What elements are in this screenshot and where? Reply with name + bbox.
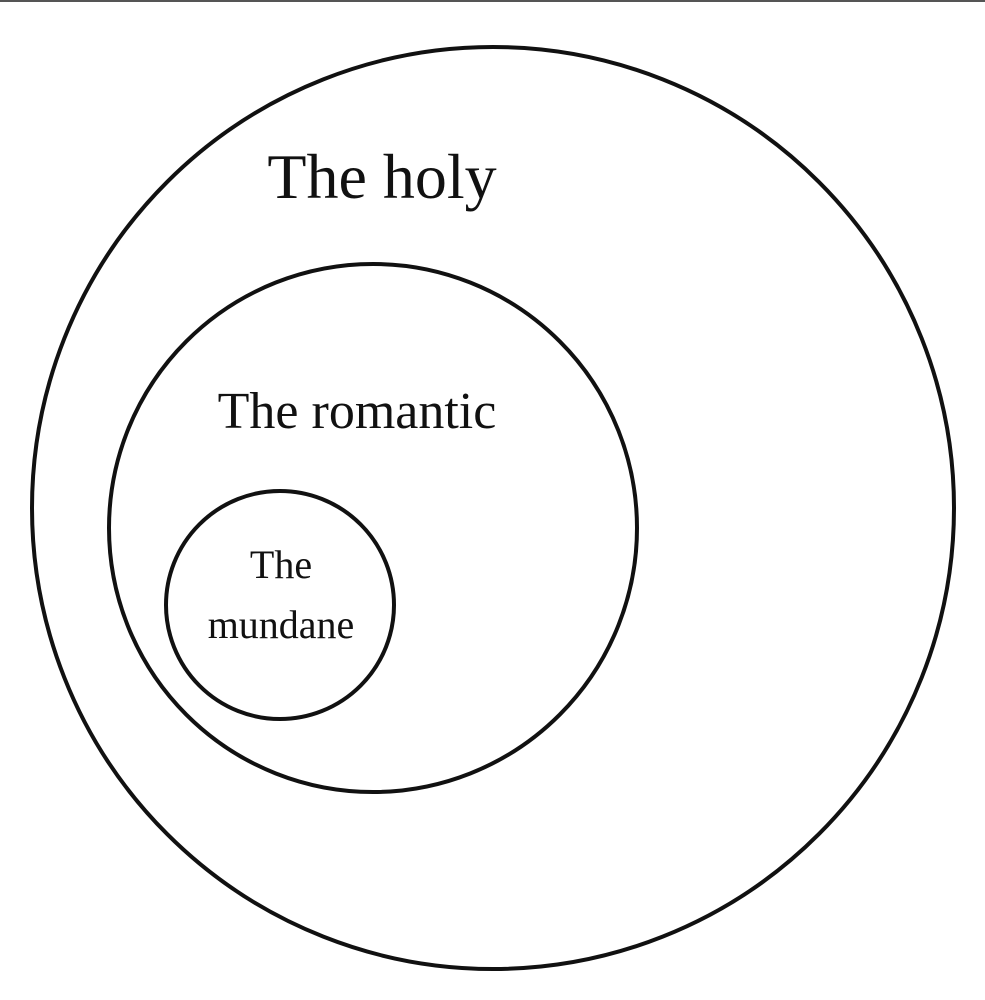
inner-circle-label-line1: The [250, 542, 312, 587]
outer-circle [30, 45, 956, 971]
inner-circle-label-line2: mundane [208, 602, 355, 647]
outer-circle-label: The holy [267, 141, 496, 212]
middle-circle [107, 262, 639, 794]
top-border-line [0, 0, 985, 2]
inner-circle [164, 489, 396, 721]
middle-circle-label: The romantic [218, 383, 497, 440]
